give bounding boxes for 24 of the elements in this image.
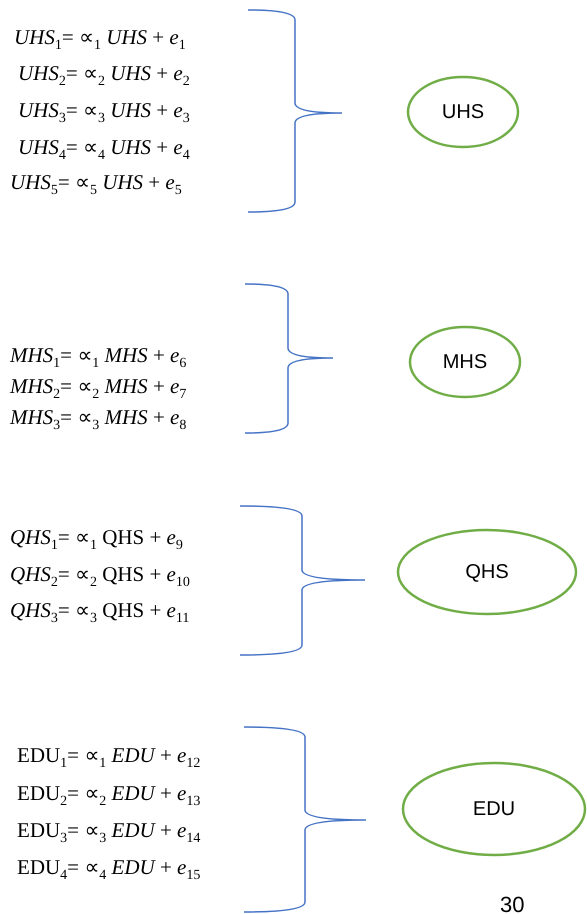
equation: QHS$_{3}$= ∝$_{3}$ QHS + e$_{11}$ bbox=[10, 597, 190, 628]
node-label: UHS bbox=[442, 100, 484, 124]
equation: UHS$_{3}$= ∝$_{3}$ UHS + e$_{3}$ bbox=[18, 97, 190, 128]
equation: EDU$_{4}$= ∝$_{4}$ EDU + e$_{15}$ bbox=[17, 854, 200, 886]
equation: EDU$_{1}$= ∝$_{1}$ EDU + e$_{12}$ bbox=[17, 742, 200, 774]
equation: UHS$_{4}$= ∝$_{4}$ UHS + e$_{4}$ bbox=[18, 134, 190, 166]
ellipse-node bbox=[406, 75, 520, 149]
equation: QHS$_{2}$= ∝$_{2}$ QHS + e$_{10}$ bbox=[10, 561, 190, 592]
equation: QHS$_{1}$= ∝$_{1}$ QHS + e$_{9}$ bbox=[10, 524, 183, 556]
equation: EDU$_{2}$= ∝$_{2}$ EDU + e$_{13}$ bbox=[17, 780, 200, 812]
equation: UHS$_{5}$= ∝$_{5}$ UHS + e$_{5}$ bbox=[10, 169, 182, 200]
node-label: EDU bbox=[472, 798, 516, 820]
equation: MHS$_{2}$= ∝$_{2}$ MHS + e$_{7}$ bbox=[10, 373, 186, 404]
page-number: 30 bbox=[500, 892, 524, 914]
equation: MHS$_{1}$= ∝$_{1}$ MHS + e$_{6}$ bbox=[10, 342, 186, 374]
equation: UHS$_{2}$= ∝$_{2}$ UHS + e$_{2}$ bbox=[18, 60, 190, 92]
ellipse-node bbox=[401, 761, 587, 857]
node-label: QHS bbox=[465, 560, 509, 584]
equation: MHS$_{3}$= ∝$_{3}$ MHS + e$_{8}$ bbox=[10, 404, 186, 436]
equation: EDU$_{3}$= ∝$_{3}$ EDU + e$_{14}$ bbox=[17, 817, 200, 848]
node-label: MHS bbox=[442, 350, 488, 374]
ellipse-node bbox=[396, 528, 578, 616]
equation: UHS$_{1}$= ∝$_{1}$ UHS + e$_{1}$ bbox=[14, 24, 186, 56]
ellipse-node bbox=[408, 325, 522, 399]
